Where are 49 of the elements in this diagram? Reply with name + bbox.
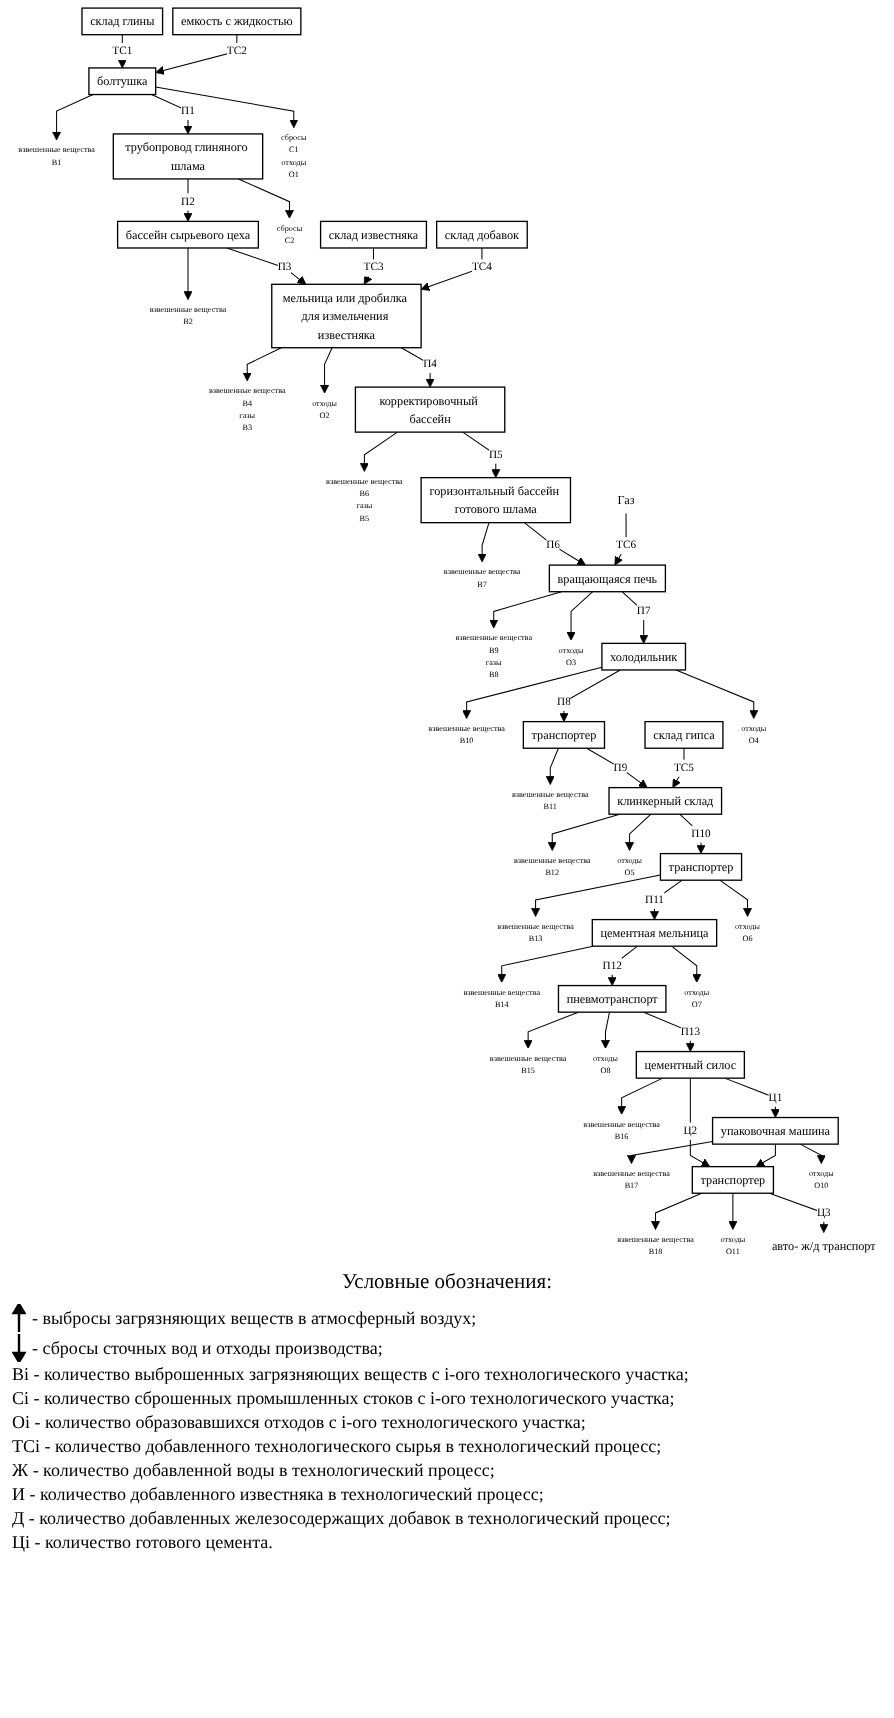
legend-text: Цi - количество готового цемента. xyxy=(12,1531,273,1554)
arrow xyxy=(155,86,299,129)
arrow xyxy=(626,1141,714,1164)
arrow xyxy=(675,669,759,719)
legend-text: Д - количество добавленных железосодержащих добавок в технологический процесс; xyxy=(12,1507,671,1530)
arrow xyxy=(651,1192,703,1230)
arrow xyxy=(679,813,706,854)
arrow xyxy=(183,247,193,301)
arrow xyxy=(400,347,435,388)
arrow xyxy=(545,747,559,785)
arrow xyxy=(617,1077,664,1115)
arrow xyxy=(531,874,661,917)
legend-text: - выбросы загрязняющих веществ в атмосферный воздух; xyxy=(32,1307,477,1329)
arrow xyxy=(497,945,594,983)
legend-text: Вi - количество выброшенных загрязняющих веществ с i-ого технологического участка; xyxy=(12,1363,689,1386)
arrow xyxy=(566,591,594,641)
arrow xyxy=(601,1011,610,1049)
legend-text: Ж - количество добавленной воды в технологический процесс; xyxy=(12,1459,495,1482)
arrow xyxy=(559,669,621,723)
arrow xyxy=(359,431,398,472)
arrow xyxy=(489,591,563,629)
arrow xyxy=(671,945,702,983)
arrow xyxy=(462,666,603,719)
legend-text: И - количество добавленного известняка в технологический процесс; xyxy=(12,1483,544,1506)
arrow xyxy=(242,347,282,382)
arrow xyxy=(547,813,621,851)
arrow xyxy=(363,247,374,285)
arrow xyxy=(755,1143,776,1168)
arrow xyxy=(237,178,294,219)
legend-text: Сi - количество сброшенных промышленных стоков с i-ого технологического участка; xyxy=(12,1387,675,1410)
arrow xyxy=(52,94,94,141)
arrow xyxy=(625,813,652,851)
arrow xyxy=(586,747,648,788)
legend-text: ТСi - количество добавленного технологического сырья в технологический процесс; xyxy=(12,1435,662,1458)
legend-heading: Условные обозначения: xyxy=(339,1272,554,1298)
arrow xyxy=(117,34,127,69)
legend-text: Оi - количество образовавшихся отходов с i-ого технологического участка; xyxy=(12,1411,586,1434)
arrow xyxy=(719,879,752,917)
arrow xyxy=(672,747,685,788)
arrow xyxy=(523,1011,579,1049)
legend-text: - сбросы сточных вод и отходы производства; xyxy=(32,1337,383,1359)
arrow xyxy=(728,1192,738,1230)
arrow xyxy=(155,34,238,75)
arrow xyxy=(799,1143,826,1164)
arrow xyxy=(523,522,586,566)
arrow xyxy=(320,347,333,394)
arrow xyxy=(689,1077,711,1168)
arrow xyxy=(420,247,483,291)
arrow xyxy=(477,522,490,563)
